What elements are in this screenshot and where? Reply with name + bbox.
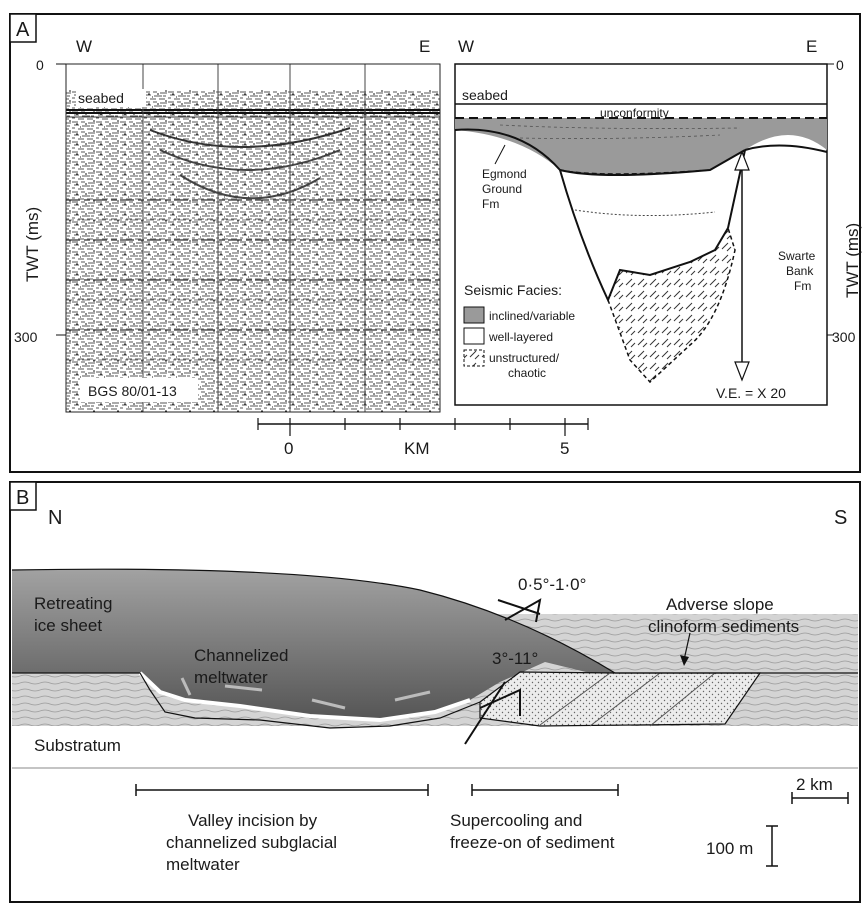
seismic-axis-ticks	[56, 63, 66, 336]
panel-a-label-box	[9, 13, 37, 43]
interp-tick-300: 300	[832, 329, 856, 345]
swarte-label-2: Bank	[786, 264, 814, 278]
legend-layered: well-layered	[488, 330, 553, 344]
south-label: S	[834, 507, 847, 529]
substratum-label: Substratum	[34, 736, 121, 755]
interpretation-panel	[454, 63, 828, 406]
interp-axis-label: TWT (ms)	[843, 223, 862, 298]
panel-a-label: A	[16, 19, 30, 41]
scale-2km: 2 km	[796, 775, 833, 794]
seismic-profile	[65, 63, 441, 413]
channel-label-2: meltwater	[194, 668, 268, 687]
high-angle-label: 3°-11°	[492, 649, 538, 668]
seismic-west-label: W	[76, 37, 92, 56]
legend-swatch-inclined	[463, 306, 485, 324]
interp-east-label: E	[806, 37, 817, 56]
km-scale-bar	[257, 418, 589, 436]
valley-label-3: meltwater	[166, 855, 240, 874]
interp-west-label: W	[458, 37, 474, 56]
legend-swatch-layered	[463, 327, 485, 345]
panel-b-label-box	[9, 481, 37, 511]
ice-label-1: Retreating	[34, 594, 112, 613]
interp-seabed-label: seabed	[462, 87, 508, 103]
process-brackets	[135, 784, 619, 796]
legend-inclined: inclined/variable	[489, 309, 575, 323]
seismic-line-id: BGS 80/01-13	[88, 383, 177, 399]
scale-100m: 100 m	[706, 839, 753, 858]
seismic-east-label: E	[419, 37, 430, 56]
seismic-tick-0: 0	[36, 57, 44, 73]
super-label-1: Supercooling and	[450, 811, 582, 830]
facies-legend: Seismic Facies: inclined/variable well-l…	[463, 282, 575, 380]
egmond-label-2: Ground	[482, 182, 522, 196]
seismic-seabed-bg	[76, 89, 146, 107]
swarte-label-3: Fm	[794, 279, 811, 293]
unconformity-label: unconformity	[600, 106, 669, 120]
interp-axis-ticks	[827, 63, 834, 336]
seismic-tick-300: 300	[14, 329, 38, 345]
adverse-label-2: clinoform sediments	[648, 617, 799, 636]
egmond-label-3: Fm	[482, 197, 499, 211]
legend-swatch-chaotic	[463, 349, 485, 367]
legend-chaotic-2: chaotic	[508, 366, 546, 380]
panel-b-frame	[9, 481, 861, 903]
legend-title: Seismic Facies:	[464, 282, 562, 298]
scale-zero: 0	[284, 439, 293, 458]
valley-label-1: Valley incision by	[188, 811, 318, 830]
scale-unit: KM	[404, 439, 430, 458]
channel-label-1: Channelized	[194, 646, 289, 665]
diagram-scale	[766, 792, 849, 867]
north-label: N	[48, 507, 62, 529]
egmond-label-1: Egmond	[482, 167, 527, 181]
seismic-seabed-label: seabed	[78, 90, 124, 106]
adverse-label-1: Adverse slope	[666, 595, 774, 614]
super-label-2: freeze-on of sediment	[450, 833, 615, 852]
ice-label-2: ice sheet	[34, 616, 102, 635]
interp-tick-0: 0	[836, 57, 844, 73]
scale-five: 5	[560, 439, 569, 458]
low-angle-label: 0·5°-1·0°	[518, 575, 586, 594]
legend-chaotic-1: unstructured/	[489, 351, 560, 365]
glacial-diagram	[11, 568, 858, 769]
panel-b-label: B	[16, 487, 29, 509]
panel-a-frame	[9, 13, 861, 473]
seismic-axis-label: TWT (ms)	[23, 207, 42, 282]
valley-label-2: channelized subglacial	[166, 833, 337, 852]
vertical-exaggeration: V.E. = X 20	[716, 385, 786, 401]
swarte-label-1: Swarte	[778, 249, 816, 263]
